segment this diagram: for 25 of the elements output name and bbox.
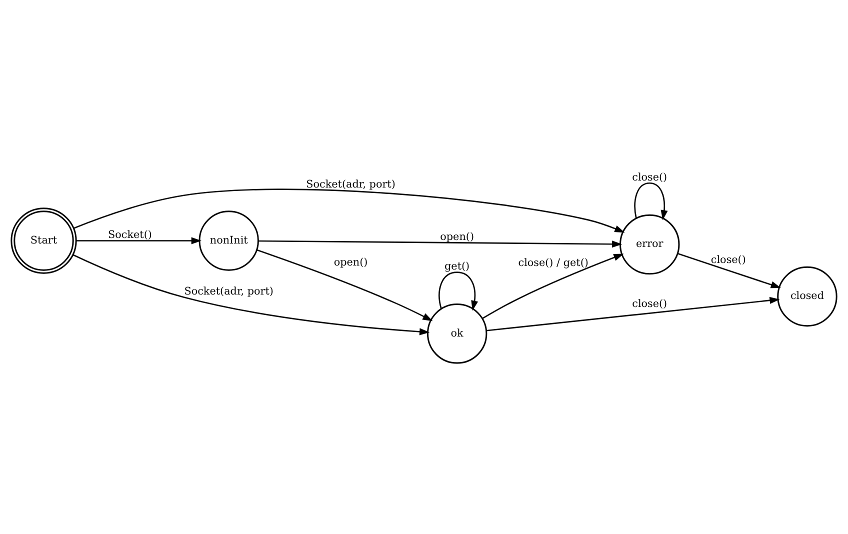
edge-label: Socket(adr, port) — [184, 284, 274, 297]
edge-label: close() — [632, 170, 668, 183]
arrow — [634, 182, 668, 220]
edge-label: get() — [444, 260, 470, 272]
edge-label: Socket(adr, port) — [306, 178, 396, 190]
edge-label: close() — [710, 254, 746, 266]
arrow — [76, 236, 202, 244]
arrow — [74, 188, 625, 232]
node-circle: error — [620, 214, 680, 274]
edge-label: open() — [334, 256, 368, 268]
arrow — [438, 271, 478, 310]
node-circle: nonInit — [198, 210, 259, 270]
node-circle: Start — [10, 207, 77, 274]
arrow — [258, 240, 622, 248]
arrow — [486, 296, 780, 331]
edge-label: open() — [440, 230, 474, 243]
arrow — [256, 248, 433, 321]
node-circle: closed — [777, 266, 838, 326]
edge-label: close() — [632, 298, 668, 310]
arrow — [72, 254, 430, 335]
node-circle: ok — [426, 303, 488, 364]
edge-label: close() / get() — [518, 256, 588, 269]
arrow — [677, 252, 781, 288]
arrow — [482, 253, 624, 319]
edge-label: Socket() — [108, 228, 152, 240]
